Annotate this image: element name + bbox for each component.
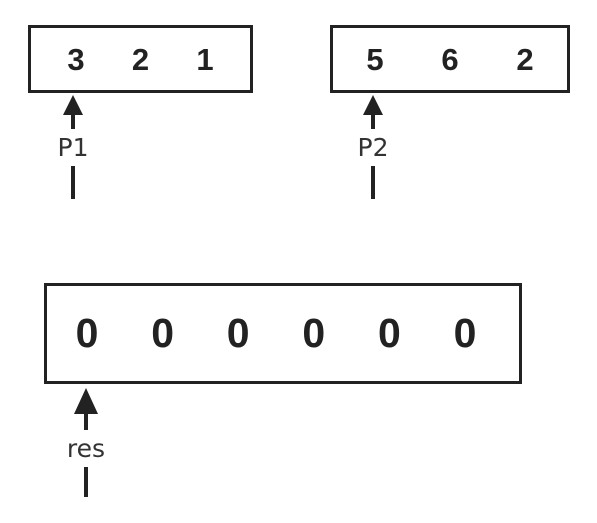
up-arrow-icon xyxy=(63,95,83,129)
array-res-cell: 0 xyxy=(377,310,401,356)
array-p2: 5 6 2 xyxy=(330,25,570,93)
pointer-res: res xyxy=(56,388,116,497)
array-res-cell: 0 xyxy=(453,310,477,356)
array-res-cell: 0 xyxy=(151,310,174,356)
pointer-p1-tail xyxy=(71,166,75,199)
array-p2-cell: 6 xyxy=(441,41,459,77)
array-p1-cell: 2 xyxy=(131,41,150,77)
array-res-cell: 0 xyxy=(226,310,250,356)
pointer-res-label: res xyxy=(66,434,106,463)
array-p2-cell: 2 xyxy=(516,41,534,77)
array-p2-cell: 5 xyxy=(366,41,384,77)
pointer-p2: P2 xyxy=(343,95,403,199)
pointer-res-tail xyxy=(84,467,88,497)
array-res: 0 0 0 0 0 0 xyxy=(44,283,522,384)
array-p1: 3 2 1 xyxy=(28,25,253,93)
up-arrow-icon xyxy=(74,388,98,430)
array-res-cell: 0 xyxy=(75,310,99,356)
pointer-p2-tail xyxy=(371,166,375,199)
array-p1-cell: 1 xyxy=(196,41,214,77)
up-arrow-icon xyxy=(363,95,383,129)
pointer-p2-label: P2 xyxy=(357,133,389,162)
pointer-p1: P1 xyxy=(43,95,103,199)
pointer-p1-label: P1 xyxy=(57,133,89,162)
array-p1-cell: 3 xyxy=(67,41,85,77)
array-res-cell: 0 xyxy=(302,310,326,356)
